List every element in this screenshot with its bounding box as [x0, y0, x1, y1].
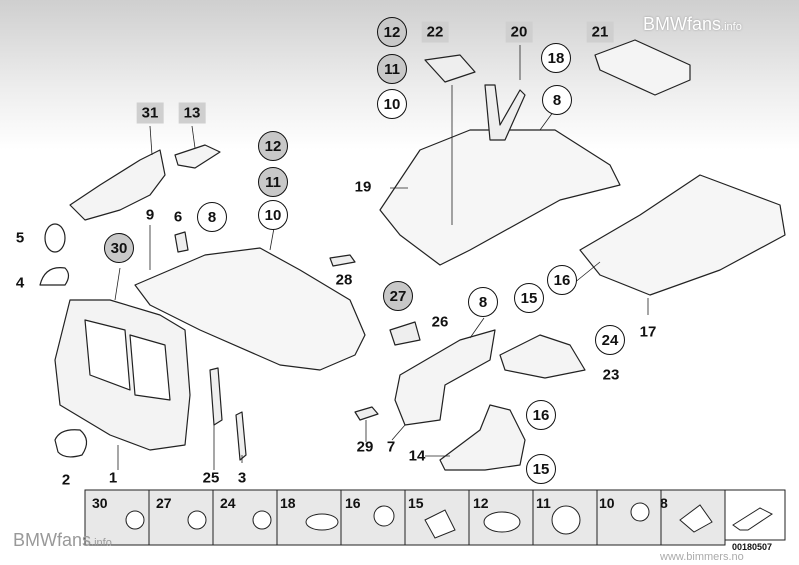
strip-label-10: 10	[599, 495, 615, 511]
callout-26: 26	[431, 313, 449, 331]
part-20-strip	[484, 84, 526, 141]
watermark-top: BMWfans.info	[643, 14, 742, 34]
part-2-lamp	[54, 429, 88, 458]
callout-13: 13	[178, 102, 206, 124]
part-22-cover	[424, 54, 476, 83]
strip-label-11: 11	[536, 495, 551, 511]
part-7-panel	[394, 329, 496, 426]
callout-15: 15	[526, 454, 556, 484]
callout-31: 31	[136, 102, 164, 124]
strip-label-30: 30	[92, 495, 108, 511]
callout-23: 23	[602, 366, 620, 384]
callout-24: 24	[595, 325, 625, 355]
callout-30: 30	[104, 233, 134, 263]
callout-19: 19	[354, 178, 372, 196]
part-5-ring	[44, 223, 66, 253]
callout-28: 28	[335, 271, 353, 289]
callout-27: 27	[383, 281, 413, 311]
callout-16: 16	[526, 400, 556, 430]
callout-11: 11	[377, 54, 407, 84]
strip-label-18: 18	[280, 495, 296, 511]
site-url: www.bimmers.no	[660, 551, 744, 563]
callout-29: 29	[356, 438, 374, 456]
callout-16: 16	[547, 265, 577, 295]
callout-5: 5	[15, 229, 25, 247]
callout-17: 17	[639, 323, 657, 341]
part-23-bracket	[499, 334, 586, 379]
callout-8: 8	[197, 202, 227, 232]
callout-9: 9	[145, 206, 155, 224]
part-21-tray	[594, 39, 691, 96]
callout-3: 3	[237, 469, 247, 487]
callout-15: 15	[514, 283, 544, 313]
callout-8: 8	[542, 85, 572, 115]
part-29-clip	[354, 406, 379, 421]
callout-10: 10	[377, 89, 407, 119]
part-28-clip	[329, 254, 356, 267]
callout-1: 1	[108, 469, 118, 487]
part-6-clip	[174, 231, 189, 253]
part-26-bracket	[389, 321, 421, 346]
callout-18: 18	[541, 43, 571, 73]
strip-label-8: 8	[660, 495, 668, 511]
callout-7: 7	[386, 438, 396, 456]
callout-12: 12	[377, 17, 407, 47]
watermark-bottom: BMWfans.info	[13, 530, 112, 550]
strip-label-24: 24	[220, 495, 236, 511]
callout-10: 10	[258, 200, 288, 230]
callout-20: 20	[505, 21, 533, 43]
part-3-bracket	[235, 411, 247, 461]
callout-8: 8	[468, 287, 498, 317]
callout-22: 22	[421, 21, 449, 43]
part-9-panel	[134, 247, 366, 371]
part-31-shield	[69, 149, 166, 221]
callout-2: 2	[61, 471, 71, 489]
strip-label-16: 16	[345, 495, 361, 511]
strip-label-12: 12	[473, 495, 489, 511]
strip-label-27: 27	[156, 495, 172, 511]
part-4-cap	[39, 267, 70, 286]
callout-11: 11	[258, 167, 288, 197]
diagram-code: 00180507	[732, 542, 773, 552]
callout-6: 6	[173, 208, 183, 226]
part-14-liner	[439, 404, 526, 471]
strip-label-15: 15	[408, 495, 424, 511]
callout-14: 14	[408, 447, 426, 465]
part-17-panel	[579, 174, 786, 296]
callout-25: 25	[202, 469, 220, 487]
callout-21: 21	[586, 21, 614, 43]
part-19-panel	[379, 129, 621, 266]
part-13-plate	[174, 144, 221, 169]
arrow-icon	[732, 507, 773, 531]
part-25-strip	[209, 367, 223, 426]
callout-12: 12	[258, 131, 288, 161]
callout-4: 4	[15, 274, 25, 292]
